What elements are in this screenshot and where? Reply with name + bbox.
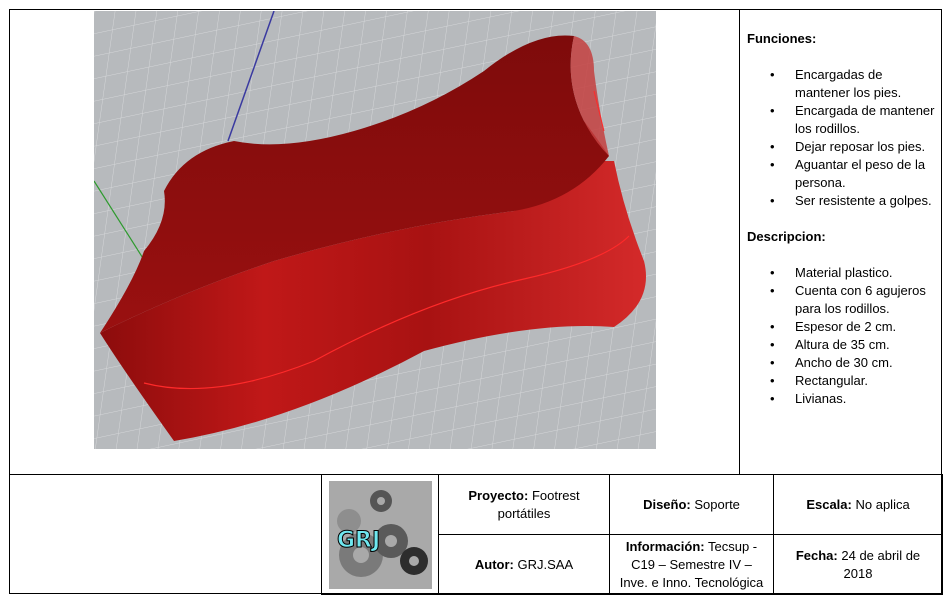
bullet-icon: • (770, 373, 775, 388)
column-divider (739, 9, 740, 475)
title-block: GRJ Proyecto: Footrest portátiles Diseño… (321, 474, 943, 595)
list-item: •Ser resistente a golpes. (770, 193, 932, 208)
bullet-icon: • (770, 193, 775, 208)
description-panel: Funciones: •Encargadas de mantener los p… (747, 22, 939, 426)
bullet-icon: • (770, 337, 775, 352)
bullet-icon: • (770, 67, 775, 82)
list-item: •Espesor de 2 cm. (770, 319, 897, 334)
bullet-icon: • (770, 265, 775, 280)
escala-cell: Escala: No aplica (773, 474, 943, 535)
list-item: •Dejar reposar los pies. (770, 139, 926, 154)
proyecto-cell: Proyecto: Footrest portátiles (438, 474, 610, 535)
descripcion-heading: Descripcion: (747, 229, 826, 244)
bullet-icon: • (770, 319, 775, 334)
diseno-cell: Diseño: Soporte (609, 474, 774, 535)
funciones-list: •Encargadas de mantener los pies. •Encar… (747, 66, 939, 210)
logo-cell: GRJ (321, 474, 439, 595)
bullet-icon: • (770, 391, 775, 406)
list-item: •Altura de 35 cm. (770, 337, 890, 352)
list-item: •Livianas. (770, 391, 847, 406)
informacion-cell: Información: Tecsup - C19 – Semestre IV … (609, 534, 774, 595)
bullet-icon: • (770, 103, 775, 118)
list-item: •Encargadas de mantener los pies. (770, 67, 902, 100)
list-item: •Rectangular. (770, 373, 868, 388)
list-item: •Cuenta con 6 agujeros para los rodillos… (770, 283, 926, 316)
bullet-icon: • (770, 283, 775, 298)
fecha-cell: Fecha: 24 de abril de 2018 (773, 534, 943, 595)
bullet-icon: • (770, 355, 775, 370)
funciones-heading: Funciones: (747, 31, 817, 46)
list-item: •Material plastico. (770, 265, 893, 280)
bullet-icon: • (770, 157, 775, 172)
autor-cell: Autor: GRJ.SAA (438, 534, 610, 595)
descripcion-list: •Material plastico. •Cuenta con 6 agujer… (747, 264, 939, 408)
gears-logo-icon: GRJ (328, 480, 432, 589)
footrest-render-image (94, 11, 656, 449)
list-item: •Encargada de mantener los rodillos. (770, 103, 935, 136)
bullet-icon: • (770, 139, 775, 154)
list-item: •Aguantar el peso de la persona. (770, 157, 926, 190)
svg-text:GRJ: GRJ (337, 528, 380, 553)
list-item: •Ancho de 30 cm. (770, 355, 893, 370)
